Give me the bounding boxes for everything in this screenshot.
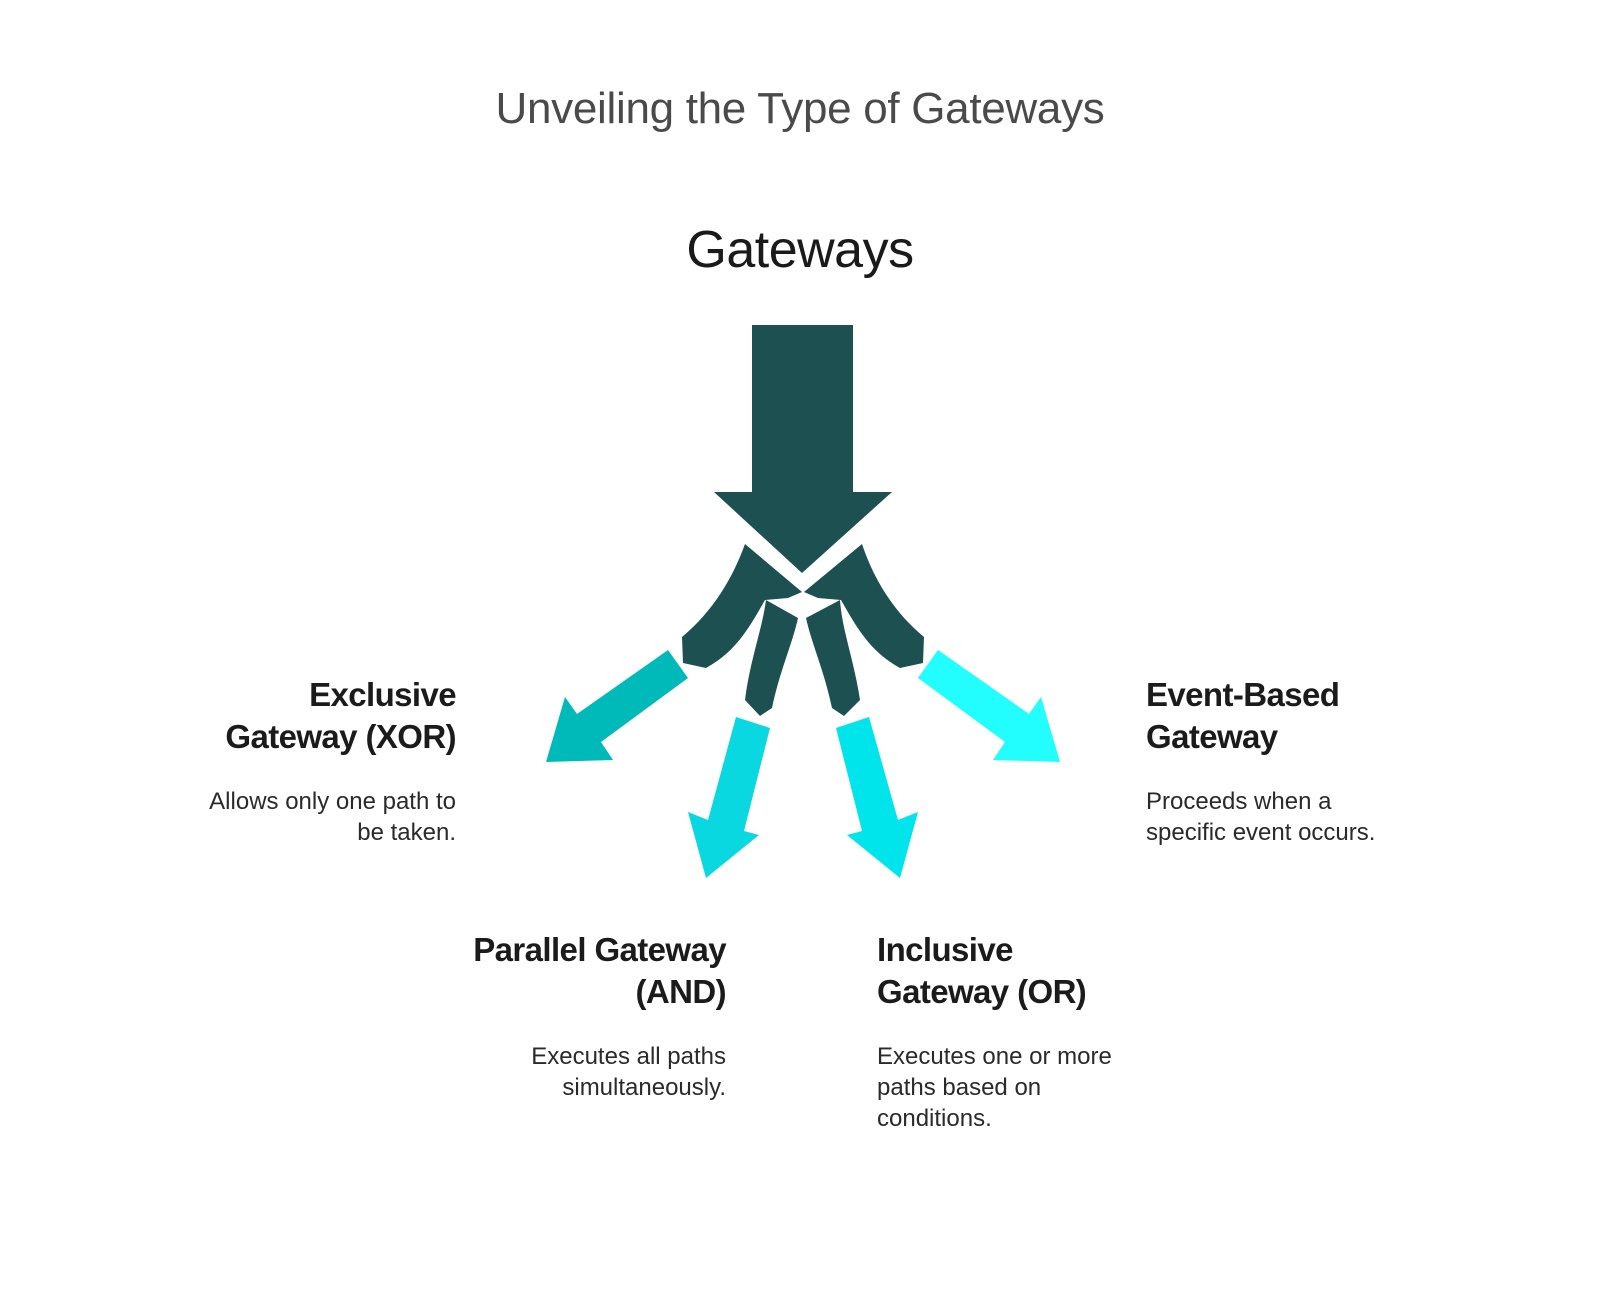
arrow-and [688, 717, 770, 878]
branch-stem-event [804, 544, 924, 668]
branch-title: Exclusive Gateway (XOR) [225, 676, 456, 755]
branch-description: Executes one or more paths based on cond… [877, 1043, 1112, 1132]
main-down-arrow [714, 325, 892, 573]
page-title: Unveiling the Type of Gateways [495, 84, 1105, 133]
branch-and: Parallel Gateway (AND) Executes all path… [400, 929, 726, 1103]
arrow-xor [546, 650, 688, 762]
branch-description: Executes all paths simultaneously. [531, 1043, 726, 1101]
branch-or: Inclusive Gateway (OR) Executes one or m… [877, 929, 1197, 1134]
arrow-event [918, 650, 1060, 762]
branch-title: Event-Based Gateway [1146, 676, 1340, 755]
branch-title: Inclusive Gateway (OR) [877, 931, 1087, 1010]
branch-description: Allows only one path to be taken. [209, 788, 456, 846]
branch-description: Proceeds when a specific event occurs. [1146, 788, 1376, 846]
branch-event-based: Event-Based Gateway Proceeds when a spec… [1146, 674, 1466, 848]
branch-title: Parallel Gateway (AND) [473, 931, 726, 1010]
root-node-label: Gateways [686, 221, 914, 279]
arrow-or [836, 717, 918, 878]
branch-stem-or [806, 600, 860, 716]
branch-stem-and [745, 600, 798, 716]
branch-xor: Exclusive Gateway (XOR) Allows only one … [140, 674, 456, 848]
branch-stem-xor [682, 544, 802, 668]
